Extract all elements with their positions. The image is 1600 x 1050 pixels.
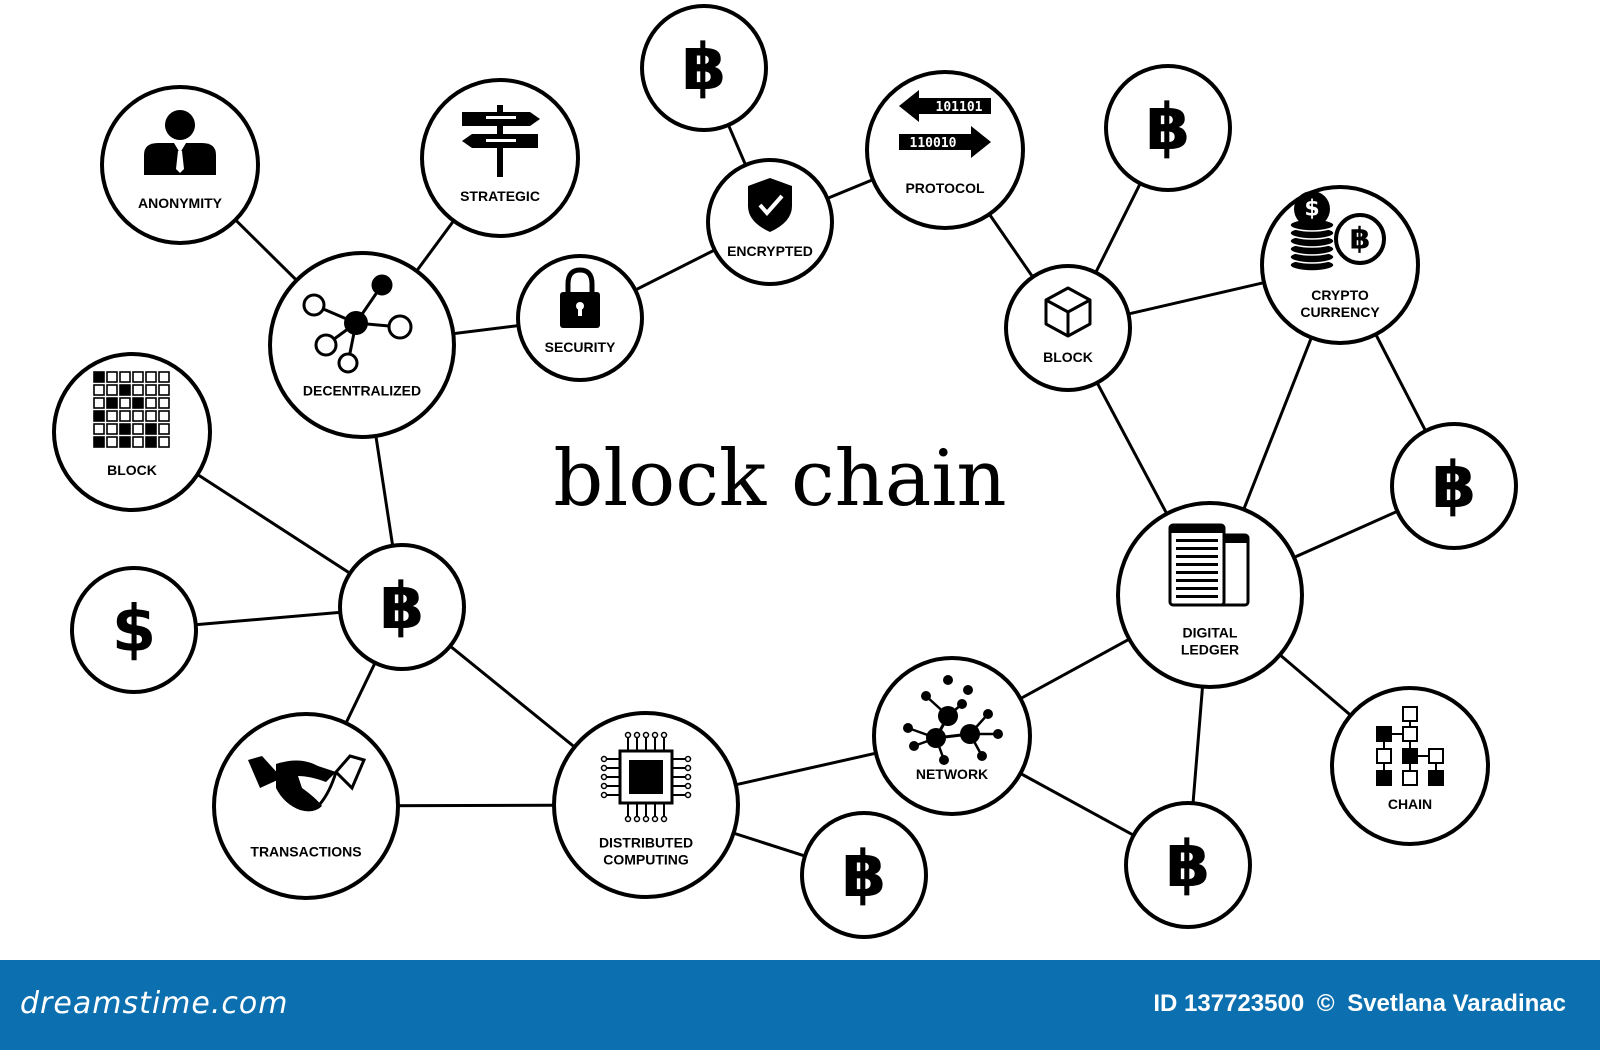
image-id: ID 137723500 bbox=[1153, 990, 1305, 1017]
node-label: DISTRIBUTED bbox=[599, 835, 693, 851]
bitcoin-icon: ฿ bbox=[1166, 828, 1211, 902]
node-label: SECURITY bbox=[545, 339, 616, 355]
node-circle bbox=[268, 251, 456, 439]
node-block-left: BLOCK bbox=[52, 352, 212, 512]
node-circle bbox=[1124, 801, 1252, 929]
node-circle bbox=[1390, 422, 1518, 550]
handshake-icon bbox=[248, 754, 367, 812]
node-btc-center: ฿ bbox=[338, 543, 466, 671]
node-block-right: BLOCK bbox=[1004, 264, 1132, 392]
binary-bottom: 110010 bbox=[910, 136, 957, 151]
copyright-symbol: © bbox=[1316, 990, 1335, 1017]
node-dollar: $ bbox=[70, 566, 198, 694]
svg-text:฿: ฿ bbox=[1350, 222, 1371, 257]
node-btc-bot1: ฿ bbox=[800, 811, 928, 939]
svg-text:฿: ฿ bbox=[1432, 449, 1477, 523]
molecule-network-icon bbox=[903, 675, 1003, 765]
grid-icon bbox=[93, 371, 170, 448]
flowchart-icon bbox=[1376, 706, 1444, 786]
node-label: TRANSACTIONS bbox=[250, 844, 361, 860]
node-encrypted: ENCRYPTED bbox=[706, 158, 834, 286]
binary-top: 101101 bbox=[936, 100, 983, 115]
signpost-icon bbox=[462, 105, 540, 177]
coins-icon: $฿ bbox=[1289, 191, 1386, 272]
diagram-title: block chain bbox=[553, 434, 1006, 524]
node-circle bbox=[338, 543, 466, 671]
cube-icon bbox=[1044, 286, 1092, 338]
documents-icon bbox=[1168, 523, 1250, 607]
svg-text:฿: ฿ bbox=[842, 838, 887, 912]
svg-text:฿: ฿ bbox=[1146, 91, 1191, 165]
node-security: SECURITY bbox=[516, 254, 644, 382]
node-label: DECENTRALIZED bbox=[303, 383, 421, 399]
svg-text:฿: ฿ bbox=[1166, 828, 1211, 902]
hub-network-icon bbox=[302, 274, 413, 374]
chip-icon bbox=[600, 731, 692, 823]
person-icon bbox=[144, 110, 216, 175]
node-circle bbox=[640, 4, 768, 132]
node-network: NETWORK bbox=[872, 656, 1032, 816]
node-btc-tr1: ฿ bbox=[1104, 64, 1232, 192]
node-circle bbox=[800, 811, 928, 939]
node-circle bbox=[52, 352, 212, 512]
node-transactions: TRANSACTIONS bbox=[212, 712, 400, 900]
padlock-icon bbox=[560, 267, 600, 328]
node-label: ENCRYPTED bbox=[727, 243, 813, 259]
node-btc-right: ฿ bbox=[1390, 422, 1518, 550]
node-btc-top: ฿ bbox=[640, 4, 768, 132]
node-strategic: STRATEGIC bbox=[420, 78, 580, 238]
bitcoin-icon: ฿ bbox=[1432, 449, 1477, 523]
node-label: BLOCK bbox=[1043, 349, 1093, 365]
node-label: ANONYMITY bbox=[138, 195, 223, 211]
node-btc-bot2: ฿ bbox=[1124, 801, 1252, 929]
svg-text:$: $ bbox=[1304, 197, 1319, 222]
shield-check-icon bbox=[748, 178, 792, 232]
bitcoin-icon: ฿ bbox=[682, 31, 727, 105]
node-chain: CHAIN bbox=[1330, 686, 1490, 846]
image-credit: ID 137723500 © Svetlana Varadinac bbox=[1153, 990, 1572, 1018]
svg-text:$: $ bbox=[112, 593, 157, 667]
svg-text:฿: ฿ bbox=[682, 31, 727, 105]
brand-watermark: dreamstime.com bbox=[20, 986, 289, 1021]
node-circle bbox=[1104, 64, 1232, 192]
bitcoin-icon: ฿ bbox=[1146, 91, 1191, 165]
node-label: DIGITAL bbox=[1183, 625, 1238, 641]
node-label: COMPUTING bbox=[603, 852, 689, 868]
node-layer: ANONYMITY STRATEGIC ฿ ENCRYPTED 101101 110010… bbox=[52, 4, 1518, 939]
dollar-icon: $ bbox=[112, 593, 157, 667]
blockchain-network-diagram: ANONYMITY STRATEGIC ฿ ENCRYPTED 101101 110010… bbox=[52, 4, 1518, 939]
node-circle bbox=[70, 566, 198, 694]
footer-bar: dreamstime.com ID 137723500 © Svetlana V… bbox=[0, 960, 1600, 1050]
node-label: BLOCK bbox=[107, 462, 157, 478]
bitcoin-icon: ฿ bbox=[380, 570, 425, 644]
node-anonymity: ANONYMITY bbox=[100, 85, 260, 245]
node-label: CRYPTO bbox=[1311, 287, 1369, 303]
node-label: LEDGER bbox=[1181, 642, 1239, 658]
node-label: CURRENCY bbox=[1300, 304, 1380, 320]
bitcoin-icon: ฿ bbox=[842, 838, 887, 912]
arrows-binary-icon: 101101 110010 bbox=[899, 90, 991, 158]
node-label: NETWORK bbox=[916, 766, 988, 782]
author-name: Svetlana Varadinac bbox=[1347, 990, 1566, 1017]
node-decentralized: DECENTRALIZED bbox=[268, 251, 456, 439]
node-label: CHAIN bbox=[1388, 796, 1432, 812]
svg-text:฿: ฿ bbox=[380, 570, 425, 644]
node-label: PROTOCOL bbox=[905, 180, 985, 196]
node-label: STRATEGIC bbox=[460, 188, 540, 204]
